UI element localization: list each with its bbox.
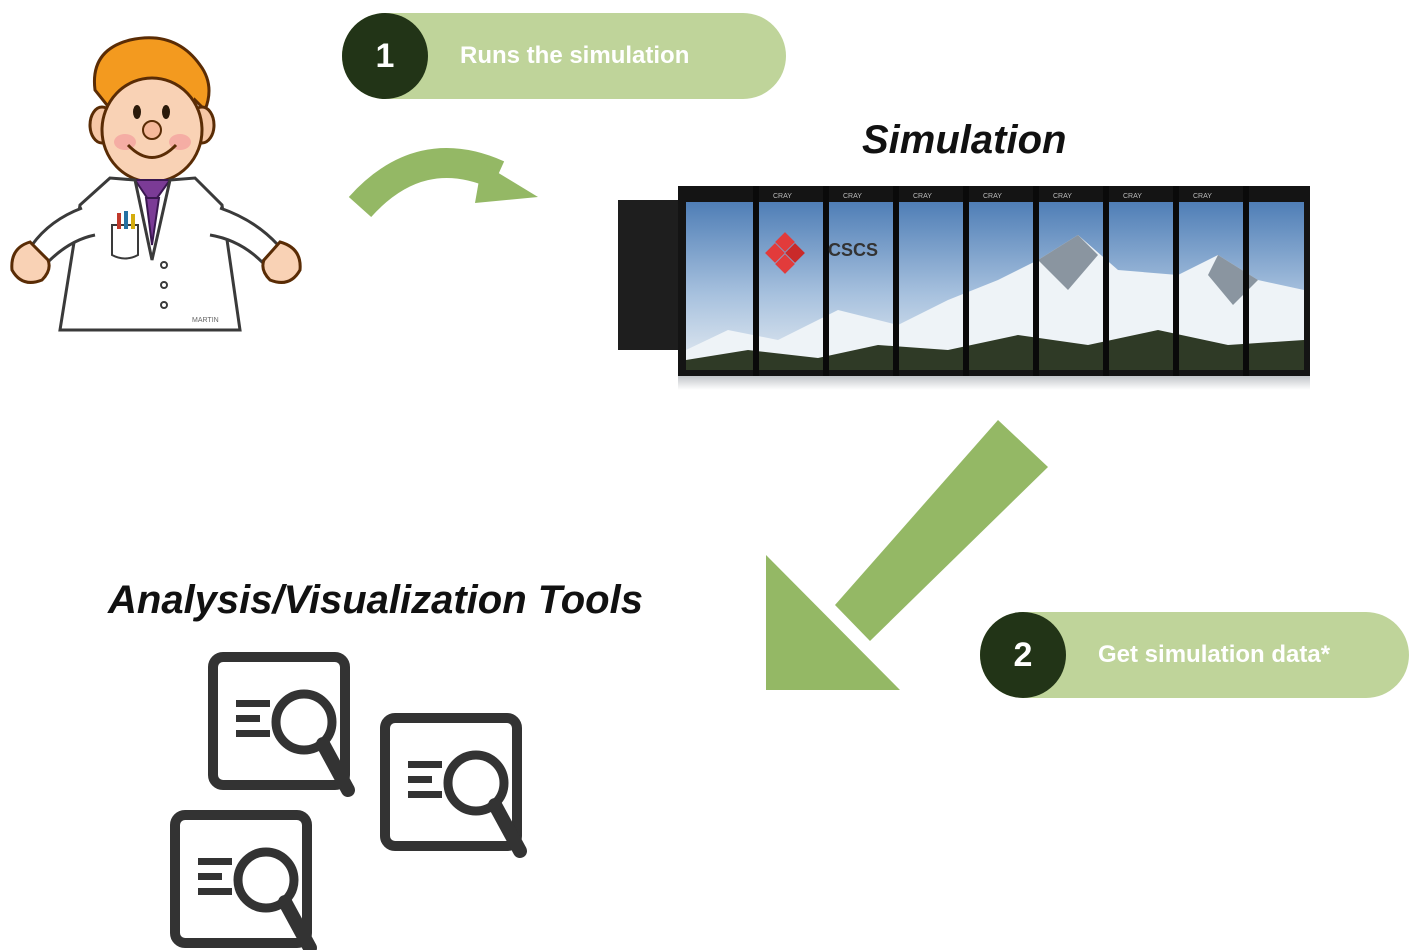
- analysis-document-icon: [380, 713, 527, 858]
- analysis-document-icon: [170, 810, 317, 950]
- step-2-pill: 2 Get simulation data*: [980, 612, 1409, 698]
- cabinet-label: CRAY: [773, 193, 792, 200]
- analysis-document-icon: [208, 652, 355, 797]
- cabinet-label: CRAY: [913, 193, 932, 200]
- scientist-icon: MARTIN: [10, 36, 302, 332]
- scientist-signature: MARTIN: [192, 317, 219, 324]
- cscs-logo-text: CSCS: [828, 240, 878, 260]
- cabinet-label: CRAY: [1193, 193, 1212, 200]
- cabinet-label: CRAY: [1053, 193, 1072, 200]
- step-1-pill: 1 Runs the simulation: [342, 13, 786, 99]
- run-simulation-arrow: [348, 148, 538, 218]
- step-1-number: 1: [342, 13, 428, 99]
- cabinet-label: CRAY: [843, 193, 862, 200]
- step-2-label: Get simulation data*: [1098, 641, 1331, 668]
- cabinet-label: CRAY: [1123, 193, 1142, 200]
- supercomputer-icon: CRAY CRAY CRAY CRAY CRAY CRAY CRAY CSCS: [618, 186, 1310, 390]
- cabinet-label: CRAY: [983, 193, 1002, 200]
- simulation-title: Simulation: [862, 118, 1067, 162]
- step-2-number: 2: [980, 612, 1066, 698]
- analysis-tools-title: Analysis/Visualization Tools: [108, 578, 643, 622]
- step-1-label: Runs the simulation: [460, 42, 690, 69]
- get-data-arrow: [766, 420, 1048, 690]
